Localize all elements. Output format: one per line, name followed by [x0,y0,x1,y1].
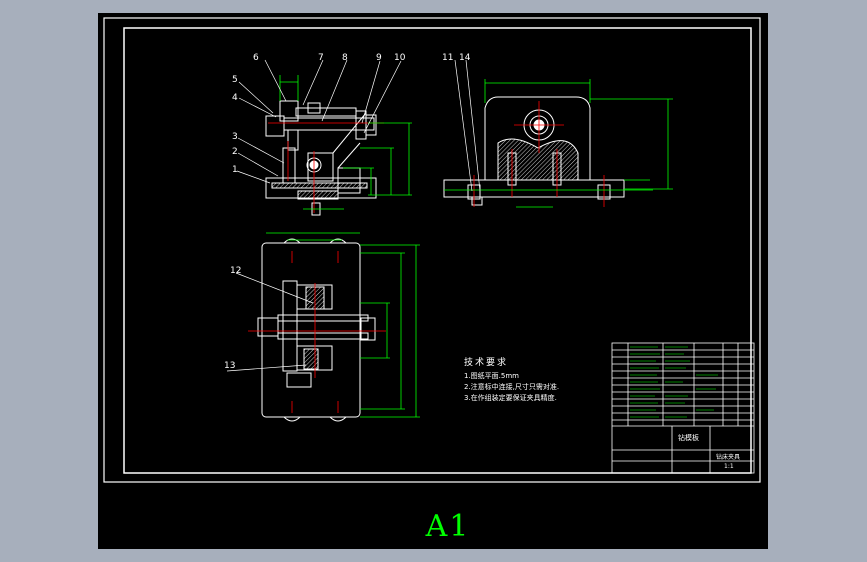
cad-drawing [103,17,761,483]
paper-size-label: A1 [425,509,471,544]
tech-req-item: 3.在作组装定要保证夹具精度. [464,394,557,402]
balloon-1: 1 [232,165,238,175]
balloon-10: 10 [394,53,406,63]
front-leaders [236,59,402,184]
front-view [265,100,377,216]
balloon-7: 7 [318,53,324,63]
top-centerlines [248,251,386,413]
side-leaders [454,59,481,192]
balloon-9: 9 [376,53,382,63]
balloon-8: 8 [342,53,348,63]
balloon-4: 4 [232,93,238,103]
title-block-entries [630,346,718,418]
balloon-13: 13 [224,361,236,371]
title-block-part: 钻床夹具 [716,454,741,461]
balloon-11: 11 [442,53,454,63]
top-view [257,238,376,422]
side-centerlines [473,101,605,207]
side-view [443,96,625,206]
outer-frame [103,17,761,483]
tech-req-title: 技术要求 [464,358,509,368]
tech-req-item: 1.图纸平面.5mm [464,372,519,380]
title-block-scale: 1:1 [724,463,734,470]
title-block [611,342,755,474]
balloon-6: 6 [253,53,259,63]
top-leaders [226,272,314,372]
inner-frame [123,27,752,474]
title-block-name: 钻模板 [678,434,699,442]
front-dimensions [279,75,412,210]
balloon-12: 12 [230,266,242,276]
side-dimensions [444,79,673,208]
balloon-14: 14 [459,53,471,63]
balloon-3: 3 [232,132,238,142]
balloon-5: 5 [232,75,238,85]
balloon-2: 2 [232,147,238,157]
drawing-sheet: 6 7 8 9 10 5 4 3 2 1 11 14 12 13 技术要求 1.… [98,13,768,549]
front-centerlines [268,122,384,213]
tech-req-item: 2.注意标中连接,尺寸只需对准. [464,383,560,391]
top-dimensions [266,232,420,418]
technical-requirements: 技术要求 1.图纸平面.5mm 2.注意标中连接,尺寸只需对准. 3.在作组装定… [464,358,559,404]
